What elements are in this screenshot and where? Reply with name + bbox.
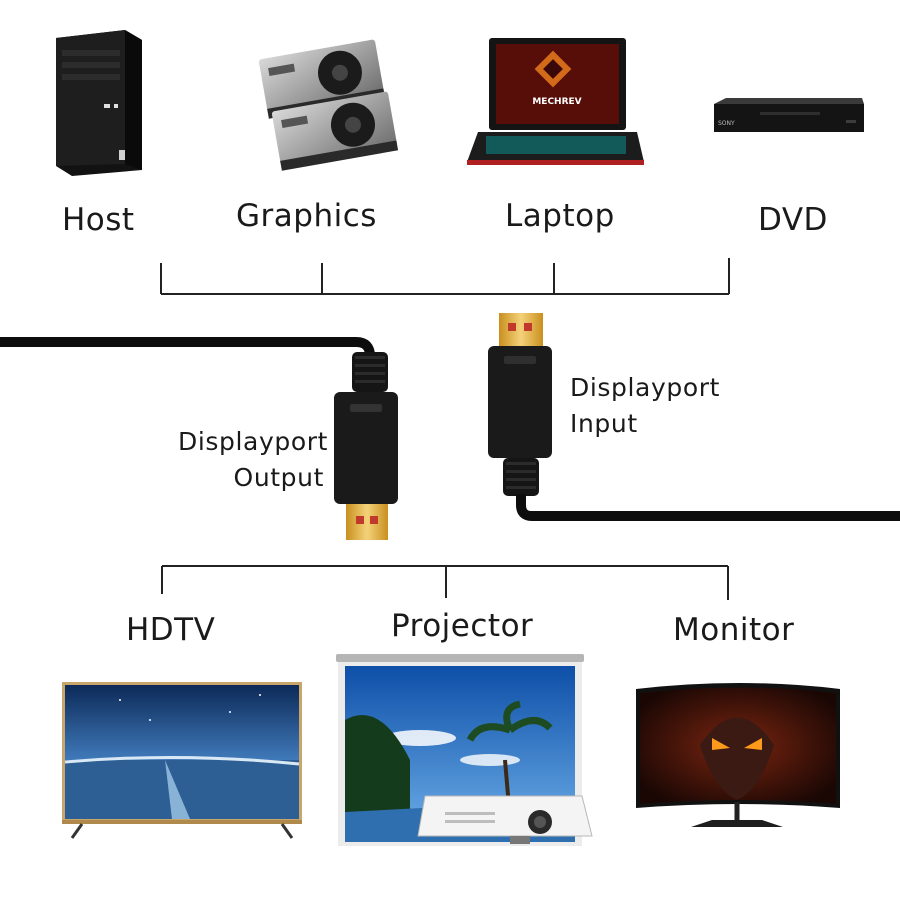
laptop-screen-text: MECHREV bbox=[532, 97, 581, 107]
source-bracket bbox=[160, 258, 730, 295]
display-label-hdtv: HDTV bbox=[126, 612, 216, 648]
laptop-logo-icon bbox=[534, 50, 572, 88]
input-label-line2: Input bbox=[570, 409, 638, 438]
source-label-dvd: DVD bbox=[758, 202, 828, 238]
projector-unit bbox=[417, 795, 593, 844]
source-label-host: Host bbox=[62, 202, 135, 238]
output-connector-label: Displayport Output bbox=[178, 424, 328, 496]
display-label-monitor: Monitor bbox=[673, 612, 795, 648]
dvd-brand-text: SONY bbox=[718, 120, 735, 127]
host-pc-image bbox=[56, 30, 142, 176]
monitor-image bbox=[636, 683, 840, 827]
projector-image bbox=[336, 654, 593, 846]
displayport-output-connector bbox=[0, 337, 398, 540]
display-bracket bbox=[161, 565, 729, 600]
display-label-projector: Projector bbox=[391, 608, 534, 644]
input-connector-label: Displayport Input bbox=[570, 370, 730, 442]
dvd-player-image: SONY bbox=[714, 98, 864, 132]
hdtv-image bbox=[62, 682, 302, 839]
graphics-card-image bbox=[258, 39, 399, 171]
input-label-line1: Displayport bbox=[570, 373, 720, 402]
laptop-image: MECHREV bbox=[467, 38, 644, 165]
source-label-graphics: Graphics bbox=[236, 198, 377, 234]
output-label-line2: Output bbox=[233, 463, 324, 492]
displayport-input-connector bbox=[488, 313, 900, 521]
output-label-line1: Displayport bbox=[178, 427, 328, 456]
source-label-laptop: Laptop bbox=[505, 198, 615, 234]
